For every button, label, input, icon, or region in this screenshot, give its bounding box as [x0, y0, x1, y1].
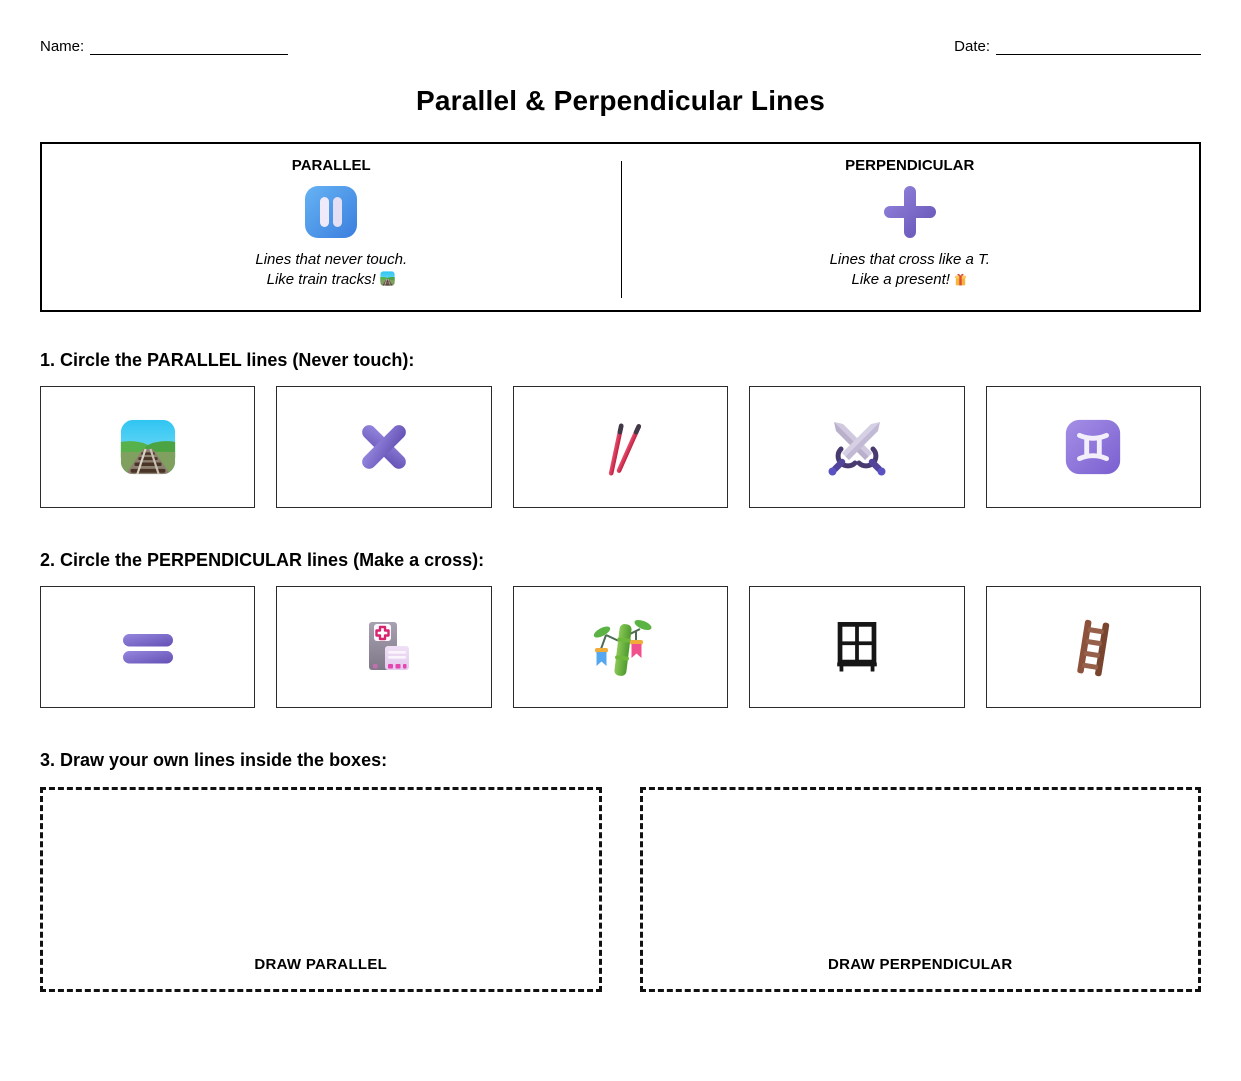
item-box-tanabata-tree[interactable]	[512, 586, 729, 708]
perpendicular-desc-line2: Like a present!	[851, 271, 950, 288]
draw-parallel-box[interactable]: DRAW PARALLEL	[40, 787, 602, 992]
draw-perpendicular-box[interactable]: DRAW PERPENDICULAR	[639, 787, 1201, 992]
parallel-reference: PARALLEL Lines that never touch. Like tr…	[42, 144, 621, 310]
perpendicular-desc-line1: Lines that cross like a T.	[829, 251, 990, 268]
reference-box: PARALLEL Lines that never touch. Like tr…	[40, 142, 1201, 312]
parallel-description: Lines that never touch. Like train track…	[255, 250, 407, 290]
gift-icon	[953, 272, 968, 287]
gemini-sign-icon	[1061, 415, 1125, 479]
item-box-chopsticks[interactable]	[512, 386, 729, 508]
heavy-plus-icon	[879, 180, 941, 244]
item-box-railway-track[interactable]	[40, 386, 256, 508]
ladder-icon	[1058, 612, 1128, 682]
railway-track-icon	[379, 270, 396, 287]
section3-heading: 3. Draw your own lines inside the boxes:	[40, 750, 388, 770]
draw-boxes-row: DRAW PARALLEL DRAW PERPENDICULAR	[40, 787, 1201, 992]
tanabata-tree-icon	[586, 612, 656, 682]
perpendicular-reference: PERPENDICULAR Lines that cross like a T.…	[621, 144, 1200, 310]
worksheet-page: Name: Date: Parallel & Perpendicular Lin…	[40, 38, 1202, 992]
date-label: Date:	[954, 38, 990, 55]
section2-heading: 2. Circle the PERPENDICULAR lines (Make …	[40, 550, 485, 570]
parallel-desc-line1: Lines that never touch.	[255, 251, 408, 268]
page-title: Parallel & Perpendicular Lines	[415, 85, 826, 116]
hospital-icon	[349, 612, 419, 682]
parallel-label: PARALLEL	[291, 157, 371, 174]
item-box-gemini-sign[interactable]	[985, 386, 1202, 508]
parallel-items-row	[40, 386, 1202, 508]
chopsticks-icon	[586, 412, 656, 482]
header-row: Name: Date:	[40, 38, 1201, 55]
name-blank-line	[90, 41, 289, 55]
draw-perpendicular-label: DRAW PERPENDICULAR	[827, 956, 1013, 973]
item-box-crossed-swords[interactable]	[749, 386, 965, 508]
name-label: Name:	[40, 38, 85, 55]
item-box-heavy-equals[interactable]	[40, 586, 256, 708]
date-field: Date:	[954, 38, 1201, 55]
date-blank-line	[996, 41, 1201, 55]
item-box-window-grid[interactable]	[749, 586, 965, 708]
parallel-desc-line2: Like train tracks!	[266, 271, 376, 288]
draw-parallel-label: DRAW PARALLEL	[254, 956, 388, 973]
perpendicular-description: Lines that cross like a T. Like a presen…	[830, 250, 990, 290]
railway-track-icon	[116, 415, 180, 479]
window-grid-icon	[824, 614, 890, 680]
item-box-ladder[interactable]	[985, 586, 1202, 708]
pause-button-icon	[302, 180, 360, 244]
reference-divider	[620, 161, 622, 298]
perpendicular-label: PERPENDICULAR	[845, 157, 975, 174]
name-field: Name:	[40, 38, 289, 55]
multiplication-x-icon	[352, 415, 416, 479]
item-box-multiplication-x[interactable]	[276, 386, 492, 508]
crossed-swords-icon	[822, 412, 892, 482]
item-box-hospital[interactable]	[276, 586, 492, 708]
heavy-equals-icon	[115, 614, 181, 680]
perpendicular-items-row	[40, 586, 1202, 708]
section1-heading: 1. Circle the PARALLEL lines (Never touc…	[40, 350, 415, 370]
